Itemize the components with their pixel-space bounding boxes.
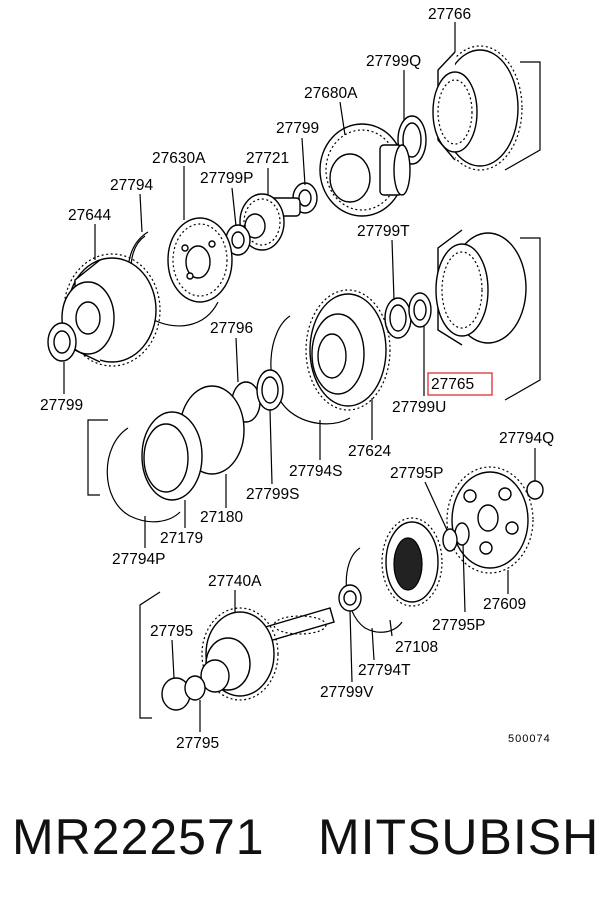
label-27680A: 27680A: [304, 85, 358, 102]
label-27794T: 27794T: [358, 662, 411, 679]
snap-ring-27794T: [345, 547, 403, 633]
label-27795P-bottom: 27795P: [432, 617, 485, 634]
label-27766: 27766: [428, 6, 471, 23]
snap-ring-27794P: [106, 427, 181, 523]
gear-27609: [446, 466, 534, 574]
part-labels: 27766 27799Q 27680A 27799 27721 27630A 2…: [40, 6, 554, 752]
label-27721: 27721: [246, 150, 289, 167]
label-27799: 27799: [276, 120, 319, 137]
washer-27799V: [338, 584, 362, 612]
label-27799-left: 27799: [40, 397, 83, 414]
piston-27179: [141, 411, 203, 501]
label-27795-top: 27795: [150, 623, 193, 640]
part-number: MR222571: [12, 809, 265, 865]
ring-27794Q: [526, 480, 544, 500]
label-27795P-top: 27795P: [390, 465, 443, 482]
label-27180: 27180: [200, 509, 243, 526]
label-27740A: 27740A: [208, 573, 262, 590]
label-27609: 27609: [483, 596, 526, 613]
washer-27799P: [225, 224, 251, 256]
plate-27630A: [167, 217, 233, 303]
highlight-box-27765: [427, 372, 493, 396]
label-27794Q: 27794Q: [499, 430, 554, 447]
exploded-parts-diagram: 27766 27799Q 27680A 27799 27721 27630A 2…: [40, 6, 554, 752]
label-27799P: 27799P: [200, 170, 253, 187]
label-27794: 27794: [110, 177, 153, 194]
label-27796: 27796: [210, 320, 253, 337]
shaft-27721: [239, 193, 301, 251]
label-27799U: 27799U: [392, 399, 446, 416]
carrier-27680A: [319, 123, 411, 217]
label-27794S: 27794S: [289, 463, 342, 480]
clutch-27624: [305, 289, 391, 411]
label-27799V: 27799V: [320, 684, 374, 701]
label-27799Q: 27799Q: [366, 53, 421, 70]
label-27765: 27765: [431, 376, 474, 393]
ring-gear-27108: [381, 517, 443, 607]
label-27644: 27644: [68, 207, 111, 224]
label-27795-bottom: 27795: [176, 735, 219, 752]
washer-27799-left: [47, 322, 77, 362]
ring-27799S: [256, 369, 284, 411]
drum-27766: [432, 45, 523, 171]
brand-name: MITSUBISHI: [318, 809, 600, 865]
diagram-code: 500074: [508, 733, 551, 745]
label-27799T: 27799T: [357, 223, 410, 240]
label-27108: 27108: [395, 639, 438, 656]
label-27630A: 27630A: [152, 150, 206, 167]
snap-ring-27794S: [270, 315, 351, 425]
label-27179: 27179: [160, 530, 203, 547]
label-27794P: 27794P: [112, 551, 165, 568]
snap-ring-27795: [161, 675, 206, 711]
ring-27799U: [408, 292, 432, 328]
label-27799S: 27799S: [246, 486, 299, 503]
bracket-lines: [87, 61, 541, 719]
drum-27765: [435, 229, 527, 346]
leader-lines: [63, 22, 536, 732]
ring-27799T: [384, 297, 412, 339]
washer-27795P: [442, 522, 470, 552]
shaft-27740A: [200, 607, 335, 701]
label-27624: 27624: [348, 443, 391, 460]
gear-27644: [61, 253, 161, 367]
